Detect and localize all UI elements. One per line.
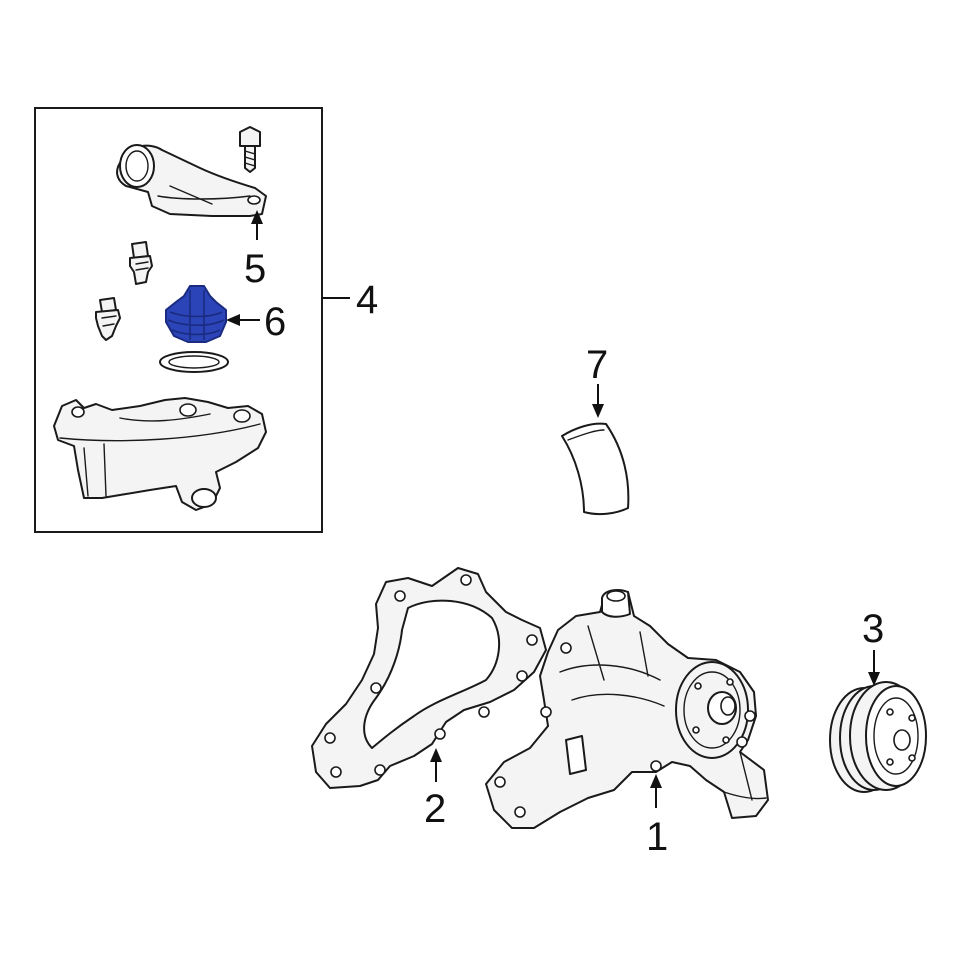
arrowhead-1 bbox=[650, 774, 662, 788]
callout-1[interactable]: 1 bbox=[646, 815, 668, 859]
arrowhead-7 bbox=[592, 404, 604, 418]
water-pump-gasket[interactable] bbox=[311, 567, 547, 789]
callout-4[interactable]: 4 bbox=[356, 278, 378, 322]
arrowhead-5 bbox=[251, 210, 263, 224]
arrowhead-3 bbox=[868, 672, 880, 686]
callout-3[interactable]: 3 bbox=[862, 607, 884, 651]
thermostat-housing[interactable] bbox=[116, 144, 267, 217]
temperature-sensor-upper[interactable] bbox=[129, 241, 153, 285]
thermostat[interactable] bbox=[165, 285, 227, 343]
arrowhead-2 bbox=[430, 748, 442, 762]
callout-5[interactable]: 5 bbox=[244, 247, 266, 291]
temperature-sensor-lower[interactable] bbox=[95, 297, 121, 341]
bypass-hose[interactable] bbox=[561, 422, 630, 516]
water-pump[interactable] bbox=[485, 589, 769, 829]
callout-2[interactable]: 2 bbox=[424, 787, 446, 831]
thermostat-body bbox=[165, 285, 227, 343]
thermostat-lower-housing[interactable] bbox=[53, 397, 267, 511]
thermostat-ribs bbox=[167, 290, 225, 340]
callout-7[interactable]: 7 bbox=[586, 343, 608, 387]
arrowhead-6 bbox=[226, 314, 240, 326]
assembly-frame bbox=[34, 107, 323, 533]
housing-bolt[interactable] bbox=[239, 126, 261, 173]
callout-6[interactable]: 6 bbox=[264, 300, 286, 344]
water-pump-pulley[interactable] bbox=[829, 681, 927, 793]
thermostat-gasket[interactable] bbox=[159, 351, 229, 373]
